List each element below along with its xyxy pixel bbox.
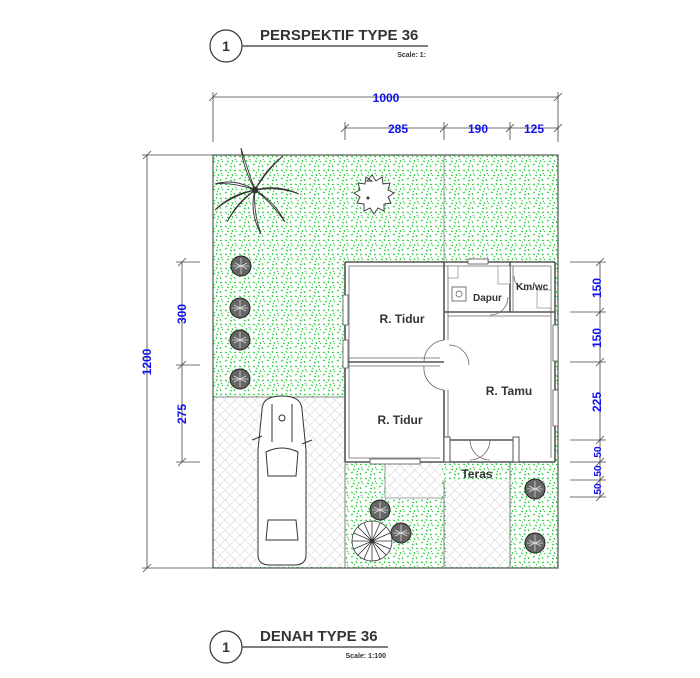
palm-tree-icon — [214, 147, 300, 235]
dim-right-3: 225 — [590, 392, 604, 412]
right-dimensions: 150 150 225 50 50 50 — [570, 257, 606, 502]
dim-top-1: 285 — [388, 122, 408, 136]
flower-bush-icon — [351, 520, 393, 562]
floor-plan-scale: Scale: 1:100 — [346, 653, 387, 660]
perspective-title: PERSPEKTIF TYPE 36 — [260, 27, 418, 44]
dim-right-6: 50 — [593, 483, 604, 495]
dim-right-1: 150 — [590, 278, 604, 298]
house-walls — [342, 258, 559, 465]
floor-plan-title: DENAH TYPE 36 — [260, 628, 378, 645]
title-number: 1 — [222, 38, 230, 54]
top-dimensions: 1000 285 190 125 — [208, 91, 563, 142]
dim-top-3: 125 — [524, 122, 544, 136]
dim-top-2: 190 — [468, 122, 488, 136]
room-label-kitchen: Dapur — [473, 293, 502, 304]
dim-right-4: 50 — [593, 446, 604, 458]
dim-overall-width: 1000 — [373, 91, 400, 105]
sink-icon — [451, 286, 467, 302]
left-dimensions: 1200 300 275 — [140, 150, 213, 573]
dim-left-2: 275 — [175, 404, 189, 424]
perspective-scale: Scale: 1: — [397, 52, 426, 59]
tree-canopy-icon — [353, 174, 395, 215]
room-label-bedroom-1: R. Tidur — [379, 312, 424, 326]
car-icon — [251, 395, 313, 566]
room-label-living-room: R. Tamu — [486, 384, 532, 398]
dim-right-5: 50 — [593, 465, 604, 477]
dim-overall-height: 1200 — [140, 348, 154, 375]
top-title-block: 1 PERSPEKTIF TYPE 36 Scale: 1: — [209, 27, 428, 63]
title-number: 1 — [222, 639, 230, 655]
bottom-title-block: 1 DENAH TYPE 36 Scale: 1:100 — [209, 628, 388, 664]
dim-left-1: 300 — [175, 304, 189, 324]
room-label-terrace: Teras — [461, 467, 492, 481]
dim-right-2: 150 — [590, 328, 604, 348]
room-label-bedroom-2: R. Tidur — [377, 413, 422, 427]
front-path — [446, 480, 510, 567]
room-label-bathroom: Km/wc — [516, 282, 549, 293]
